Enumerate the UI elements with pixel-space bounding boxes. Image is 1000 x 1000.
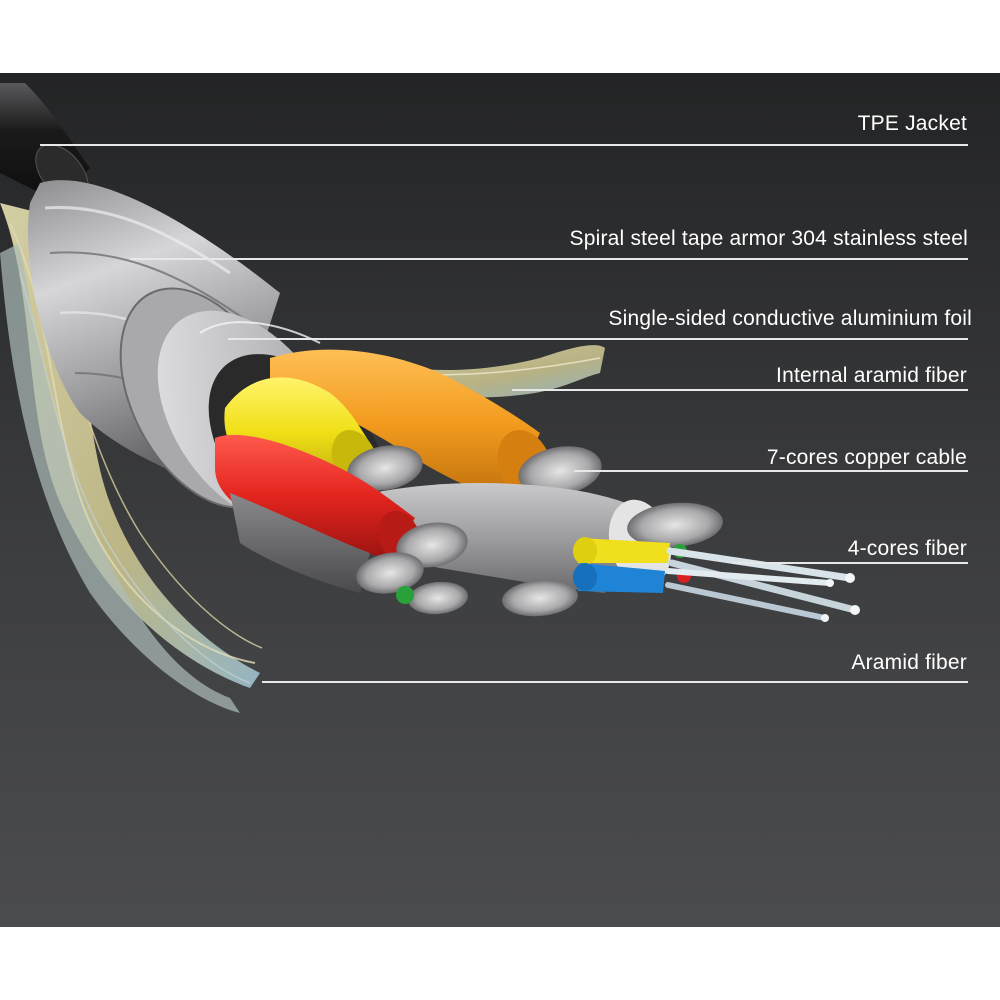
label-internal-aramid: Internal aramid fiber — [776, 364, 967, 387]
leader-line-tpe-jacket — [40, 144, 968, 146]
fiber-cores-shape — [573, 537, 860, 622]
leader-line-fiber-cores — [732, 562, 968, 564]
leader-line-aramid-fiber — [262, 681, 968, 683]
label-tpe-jacket: TPE Jacket — [857, 112, 967, 135]
label-aluminium-foil: Single-sided conductive aluminium foil — [608, 307, 972, 330]
cable-illustration — [0, 73, 1000, 927]
label-aramid-fiber: Aramid fiber — [851, 651, 967, 674]
cable-cross-section-diagram — [0, 73, 1000, 927]
label-fiber-cores: 4-cores fiber — [847, 537, 967, 560]
leader-line-spiral-steel-armor — [130, 258, 968, 260]
leader-line-aluminium-foil — [228, 338, 968, 340]
label-spiral-steel-armor: Spiral steel tape armor 304 stainless st… — [569, 227, 968, 250]
leader-line-copper-cable — [574, 470, 968, 472]
leader-line-internal-aramid — [512, 389, 968, 391]
label-copper-cable: 7-cores copper cable — [766, 446, 967, 469]
